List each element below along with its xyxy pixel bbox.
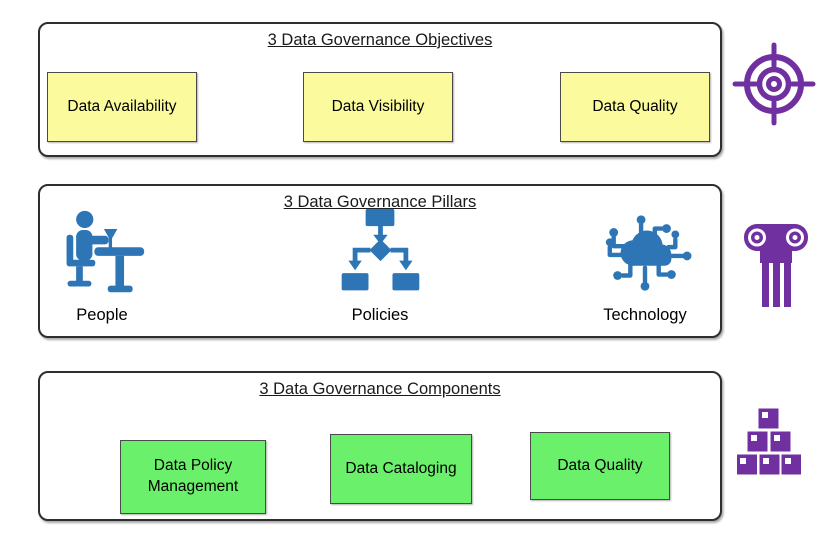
flowchart-icon (335, 206, 425, 300)
pillar-policies: Policies (310, 206, 450, 325)
component-box-data-cataloging: Data Cataloging (330, 434, 472, 504)
objectives-title: 3 Data Governance Objectives (267, 31, 493, 49)
pillars-panel: 3 Data Governance Pillars (38, 184, 722, 338)
person-at-desk-icon (57, 206, 147, 300)
component-label: Data Policy Management (147, 457, 239, 495)
pillar-column-icon (736, 219, 816, 316)
objective-label: Data Availability (67, 97, 177, 115)
objective-label: Data Visibility (331, 97, 425, 115)
component-box-data-policy-management: Data Policy Management (120, 440, 266, 514)
pillar-label-policies: Policies (351, 306, 409, 324)
component-label: Data Cataloging (345, 459, 457, 477)
objectives-panel: 3 Data Governance Objectives Data Availa… (38, 22, 722, 157)
pillar-people: People (32, 206, 172, 325)
stacked-blocks-icon (736, 407, 802, 482)
cloud-network-icon (596, 206, 694, 300)
pillar-label-people: People (76, 306, 128, 324)
objective-box-data-quality: Data Quality (560, 72, 710, 142)
pillars-title: 3 Data Governance Pillars (283, 193, 477, 211)
pillar-label-technology: Technology (603, 306, 687, 324)
objective-label: Data Quality (592, 97, 678, 115)
component-label: Data Quality (557, 456, 643, 474)
objective-box-data-visibility: Data Visibility (303, 72, 453, 142)
objective-box-data-availability: Data Availability (47, 72, 197, 142)
target-icon (732, 42, 816, 131)
pillar-technology: Technology (575, 206, 715, 325)
components-title: 3 Data Governance Components (259, 380, 501, 398)
components-panel: 3 Data Governance Components Data Policy… (38, 371, 722, 521)
component-box-data-quality: Data Quality (530, 432, 670, 500)
